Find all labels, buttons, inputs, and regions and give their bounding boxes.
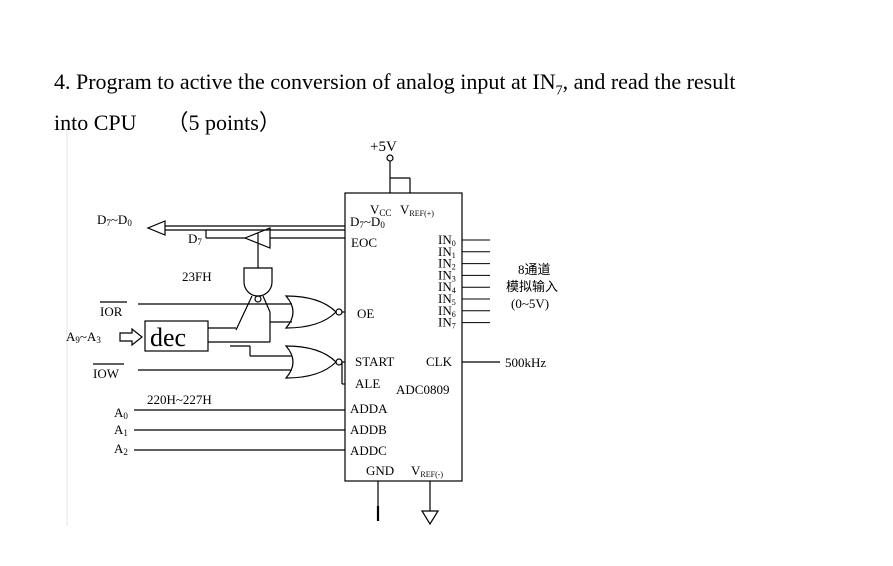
chip-vcc-label: VCC: [370, 202, 391, 218]
question-text: 4. Program to active the conversion of a…: [54, 66, 854, 139]
oe-or-gate: [284, 295, 337, 329]
chip-ale-label: ALE: [355, 376, 380, 391]
question-number: 4.: [54, 69, 71, 94]
chip-data-bus-label: D7~D0: [350, 214, 385, 230]
addr-23fh-label: 23FH: [182, 269, 212, 284]
a0-label: A0: [114, 405, 128, 421]
chip-eoc-label: EOC: [351, 235, 377, 250]
question-line1: Program to active the conversion of anal…: [76, 69, 556, 94]
analog-input-label-0: IN0: [438, 232, 456, 248]
analog-input-label-3: IN3: [438, 267, 456, 283]
data-bus-lines: [165, 225, 345, 231]
chip-start-label: START: [355, 354, 394, 369]
chip-oe-label: OE: [357, 306, 374, 321]
analog-input-label-1: IN1: [438, 244, 456, 260]
adc0809-chip: [344, 192, 463, 482]
analog-input-label-4: IN4: [438, 279, 456, 295]
addr-range-label: 220H~227H: [147, 392, 212, 407]
chip-addc-label: ADDC: [350, 443, 387, 458]
analog-input-label-5: IN5: [438, 291, 456, 307]
a1-label: A1: [114, 422, 128, 438]
vref-neg-ground-symbol: [420, 510, 440, 526]
question-line2-wrap: into CPU （5 points）: [54, 107, 854, 139]
analog-label-line1: 8通道: [518, 262, 551, 277]
start-or-gate: [284, 345, 337, 379]
chip-vref-pos-label: VREF(+): [400, 202, 434, 218]
chip-addb-label: ADDB: [350, 422, 387, 437]
gate-input-a: [235, 295, 253, 331]
address-decoder: [144, 320, 209, 352]
d7-label: D7: [188, 231, 202, 247]
addr-bus-label: A9~A3: [66, 329, 101, 345]
start-gate-bubble: [335, 358, 343, 366]
left-bus-label: D7~D0: [97, 212, 132, 228]
vcc-terminal: [386, 154, 394, 162]
question-points: （5 points）: [166, 110, 281, 136]
analog-label-line2: 模拟输入: [506, 279, 558, 294]
chip-gnd-label: GND: [366, 463, 394, 478]
analog-input-label-6: IN6: [438, 303, 456, 319]
a2-label: A2: [114, 441, 128, 457]
question-line1-end: , and read the result: [562, 69, 736, 94]
data-bus-arrow: [146, 220, 166, 236]
clock-frequency-label: 500kHz: [505, 355, 546, 370]
oe-gate-bubble: [335, 308, 343, 316]
decoder-label: dec: [150, 323, 186, 352]
addr-bus-arrow: [119, 327, 143, 347]
chip-clk-label: CLK: [426, 354, 453, 369]
question-line2: into CPU: [54, 110, 137, 136]
chip-adda-label: ADDA: [350, 401, 388, 416]
analog-range-label: (0~5V): [511, 296, 549, 311]
ior-label: IOR: [100, 304, 123, 319]
buffer-enable-gate: [243, 267, 273, 297]
analog-input-label-2: IN2: [438, 256, 456, 272]
question-line1-subscript: 7: [555, 83, 563, 99]
chip-name: ADC0809: [396, 382, 449, 397]
vcc-label: +5V: [370, 139, 397, 155]
analog-input-pins: [462, 239, 490, 324]
analog-input-label-7: IN7: [438, 315, 456, 331]
chip-vref-neg-label: VREF(-): [411, 463, 443, 479]
gate-inversion-bubble: [254, 295, 262, 303]
iow-label: IOW: [93, 366, 120, 381]
